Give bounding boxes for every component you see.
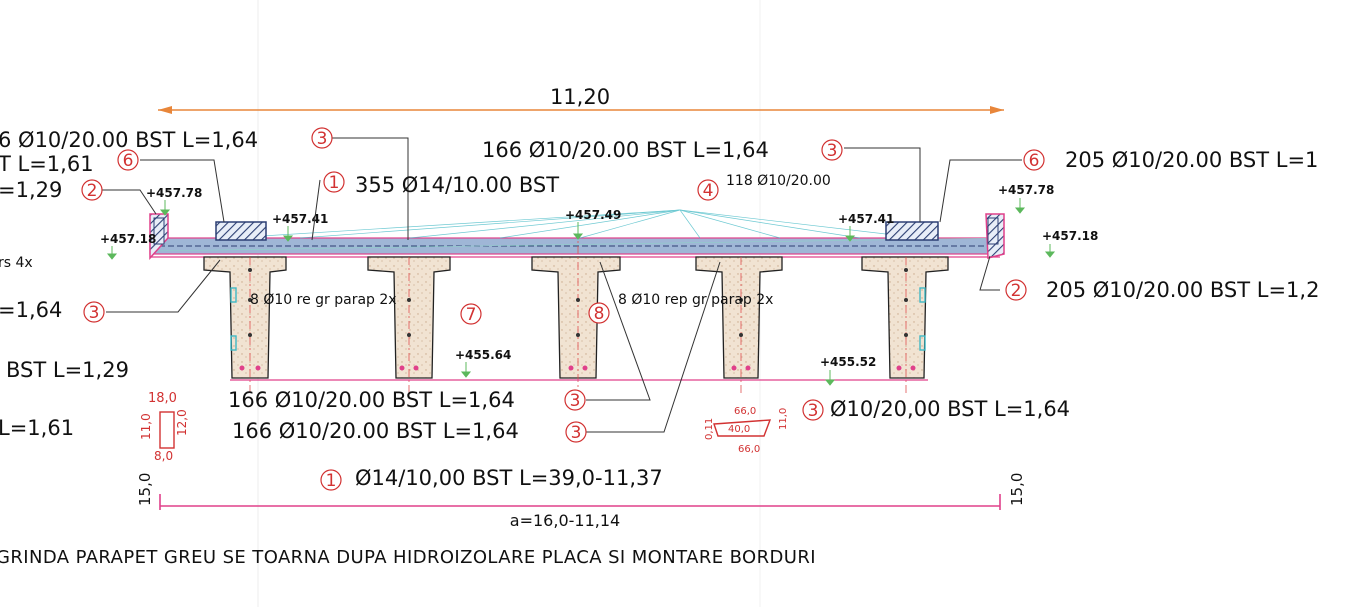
beam-rebar-dots xyxy=(248,268,908,337)
label-top-mid: 166 Ø10/20.00 BST L=1,64 xyxy=(482,138,769,162)
shape-left-d: 8,0 xyxy=(154,449,173,463)
callout-number: 6 xyxy=(1029,151,1040,171)
bottom-dimension-text: a=16,0-11,14 xyxy=(510,511,620,530)
left-parapet xyxy=(149,213,169,260)
t-beam-3 xyxy=(531,230,621,395)
label-top-118: 118 Ø10/20.00 xyxy=(726,173,831,189)
t-beam-4 xyxy=(695,256,783,395)
bottom-dimension: a=16,0-11,14 15,0 15,0 xyxy=(136,473,1026,530)
callout-number: 2 xyxy=(1011,281,1022,301)
cyan-marks xyxy=(230,287,926,351)
label-parap-right: 8 Ø10 rep gr parap 2x xyxy=(618,292,773,308)
label-right-2: 205 Ø10/20.00 BST L=1,2 xyxy=(1046,278,1319,302)
rebar-fan-lines xyxy=(229,209,921,239)
callout-number: 3 xyxy=(89,303,100,323)
rebar-shape-left: 18,0 11,0 12,0 8,0 xyxy=(139,391,189,463)
elevation-label: +457.78 xyxy=(998,183,1054,197)
shape-left-a: 18,0 xyxy=(148,391,177,406)
elevation-label: +457.18 xyxy=(100,232,156,246)
callout-number: 1 xyxy=(329,173,340,193)
leader-lines xyxy=(100,137,1022,433)
left-curb xyxy=(215,221,267,241)
shape-right-b: 11,0 xyxy=(778,408,789,430)
t-beam-2 xyxy=(367,256,451,395)
label-bottom-right: Ø10/20,00 BST L=1,64 xyxy=(830,397,1070,421)
t-beam-5 xyxy=(861,256,949,395)
bottom-right-height: 15,0 xyxy=(1008,473,1026,506)
elevation-label: +457.41 xyxy=(272,212,328,226)
label-bottom-long: Ø14/10,00 BST L=39,0-11,37 xyxy=(355,466,663,490)
callout-number: 8 xyxy=(594,304,605,324)
elevation-label: +455.52 xyxy=(820,355,876,369)
callout-number: 3 xyxy=(317,129,328,149)
shape-right-e: 0,11 xyxy=(704,418,715,440)
callout-number: 4 xyxy=(703,181,714,201)
label-right-1: 205 Ø10/20.00 BST L=1 xyxy=(1065,148,1318,172)
right-parapet xyxy=(985,213,1005,259)
label-left-2: T L=1,61 xyxy=(0,152,94,176)
circle-callouts xyxy=(81,127,1045,491)
elevation-label: +457.18 xyxy=(1042,229,1098,243)
callout-number: 3 xyxy=(570,391,581,411)
label-bottom-2: 166 Ø10/20.00 BST L=1,64 xyxy=(232,419,519,443)
callout-number: 3 xyxy=(808,401,819,421)
elevation-label: +457.78 xyxy=(146,186,202,200)
top-dimension: 11,20 xyxy=(158,85,1004,114)
label-bottom-1: 166 Ø10/20.00 BST L=1,64 xyxy=(228,388,515,412)
callout-number: 2 xyxy=(87,181,98,201)
label-left-4: rs 4x xyxy=(0,255,33,271)
right-curb xyxy=(885,221,939,241)
shape-left-b: 11,0 xyxy=(139,413,153,440)
label-left-3: =1,29 xyxy=(0,178,62,202)
label-left-1: 6 Ø10/20.00 BST L=1,64 xyxy=(0,128,258,152)
callout-number: 3 xyxy=(827,141,838,161)
elevation-label: +457.49 xyxy=(565,208,621,222)
callout-number: 7 xyxy=(466,305,477,325)
callout-number: 6 xyxy=(123,151,134,171)
label-left-5: =1,64 xyxy=(0,298,62,322)
deck-slab xyxy=(149,237,1001,258)
shape-right-a: 66,0 xyxy=(734,406,756,417)
callout-number: 1 xyxy=(326,471,337,491)
rebar-shape-right: 66,0 11,0 40,0 66,0 0,11 xyxy=(704,406,789,455)
elevation-label: +457.41 xyxy=(838,212,894,226)
beam-bottom-bars xyxy=(239,365,916,371)
t-beam-1 xyxy=(203,256,287,395)
footer-note: GRINDA PARAPET GREU SE TOARNA DUPA HIDRO… xyxy=(0,547,816,568)
elevation-label: +455.64 xyxy=(455,348,511,362)
shape-right-c: 40,0 xyxy=(728,424,750,435)
label-left-6: BST L=1,29 xyxy=(6,358,129,382)
label-parap-left: 8 Ø10 re gr parap 2x xyxy=(250,292,397,308)
label-left-7: L=1,61 xyxy=(0,416,74,440)
bottom-left-height: 15,0 xyxy=(136,473,154,506)
shape-right-d: 66,0 xyxy=(738,444,760,455)
callout-number: 3 xyxy=(571,423,582,443)
top-dimension-text: 11,20 xyxy=(550,85,610,109)
elevation-markers xyxy=(106,198,1056,386)
shape-left-c: 12,0 xyxy=(175,409,189,436)
label-top-355: 355 Ø14/10.00 BST xyxy=(355,173,559,197)
